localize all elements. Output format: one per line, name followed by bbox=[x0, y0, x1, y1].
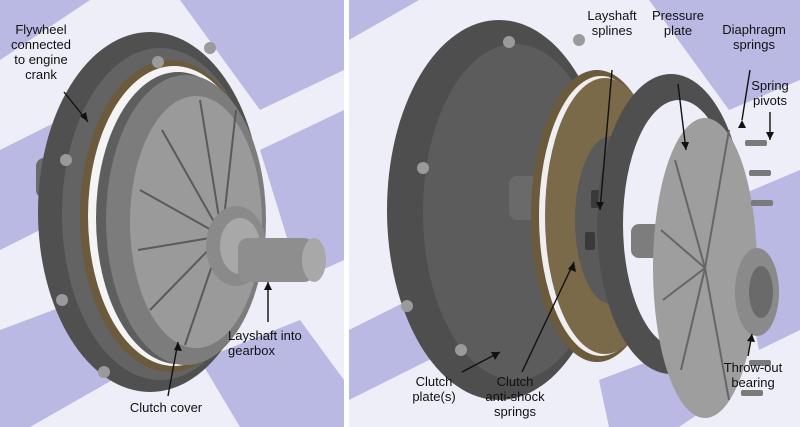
assembled-clutch-panel bbox=[0, 0, 344, 427]
pivot-pin bbox=[751, 200, 773, 206]
label-line: Clutch bbox=[415, 374, 453, 389]
diaphragm-finger bbox=[704, 267, 730, 401]
bolt bbox=[60, 154, 72, 166]
pivot-pin bbox=[749, 170, 771, 176]
label-flywheel: Flywheel connected to engine crank bbox=[6, 22, 76, 82]
label-clutch-cover: Clutch cover bbox=[112, 400, 220, 415]
label-line: gearbox bbox=[228, 343, 275, 358]
label-line: pivots bbox=[753, 93, 787, 108]
label-diaphragm-springs: Diaphragm springs bbox=[714, 22, 794, 52]
label-layshaft-splines: Layshaft splines bbox=[580, 8, 644, 38]
layshaft bbox=[238, 238, 314, 282]
pivot-pin bbox=[745, 140, 767, 146]
flywheel-bolts bbox=[56, 42, 216, 378]
bolt bbox=[56, 294, 68, 306]
floor-tile bbox=[260, 110, 344, 280]
label-anti-shock-springs: Clutch anti-shock springs bbox=[478, 374, 552, 419]
pivot-pin bbox=[749, 360, 771, 366]
label-line: plate bbox=[663, 23, 693, 38]
label-clutch-plates: Clutch plate(s) bbox=[404, 374, 464, 404]
bolt bbox=[573, 34, 585, 46]
label-line: anti-shock bbox=[485, 389, 545, 404]
label-line: Spring bbox=[751, 78, 789, 93]
label-line: plate(s) bbox=[412, 389, 456, 404]
flywheel-bolts bbox=[401, 34, 585, 356]
label-line: springs bbox=[733, 37, 775, 52]
diaphragm-finger bbox=[704, 129, 730, 269]
label-throwout-bearing: Throw-out bearing bbox=[716, 360, 790, 390]
spring bbox=[585, 232, 595, 250]
diaphragm-finger bbox=[660, 229, 706, 269]
label-line: bearing bbox=[731, 375, 775, 390]
label-line: springs bbox=[494, 404, 536, 419]
label-spring-pivots: Spring pivots bbox=[742, 78, 798, 108]
label-line: Throw-out bbox=[723, 360, 783, 375]
label-pressure-plate: Pressure plate bbox=[646, 8, 710, 38]
label-line: Clutch cover bbox=[129, 400, 203, 415]
label-line: to engine bbox=[14, 52, 68, 67]
layshaft-end bbox=[302, 238, 326, 282]
diaphragm-finger bbox=[139, 189, 223, 237]
diaphragm-finger bbox=[662, 267, 706, 301]
pivot-pin bbox=[741, 390, 763, 396]
label-line: Clutch bbox=[496, 374, 534, 389]
floor-tile bbox=[349, 0, 419, 40]
bolt bbox=[503, 36, 515, 48]
bolt bbox=[417, 162, 429, 174]
floor-tile bbox=[200, 320, 344, 427]
diaphragm-finger bbox=[161, 129, 223, 237]
bolt bbox=[152, 56, 164, 68]
bolt bbox=[455, 344, 467, 356]
floor-tile bbox=[649, 0, 800, 110]
bolt bbox=[98, 366, 110, 378]
label-line: Layshaft bbox=[587, 8, 637, 23]
label-line: Flywheel bbox=[15, 22, 67, 37]
diaphragm-finger bbox=[199, 99, 223, 237]
label-layshaft-gearbox: Layshaft into gearbox bbox=[228, 328, 324, 358]
throw-out-bearing-inner bbox=[749, 266, 773, 318]
label-line: Layshaft into bbox=[228, 328, 302, 343]
panel-divider bbox=[344, 0, 349, 427]
label-line: Pressure bbox=[651, 8, 705, 23]
assembled-clutch-illustration bbox=[0, 0, 344, 427]
spring-pivot-pins bbox=[741, 140, 773, 396]
diaphragm-finger bbox=[680, 267, 706, 371]
label-line: connected bbox=[11, 37, 71, 52]
floor-tile bbox=[0, 0, 90, 60]
label-line: splines bbox=[591, 23, 633, 38]
floor-tile bbox=[180, 0, 344, 110]
label-line: Diaphragm bbox=[722, 22, 786, 37]
bolt bbox=[401, 300, 413, 312]
bolt bbox=[204, 42, 216, 54]
diaphragm-finger-lines bbox=[660, 129, 730, 401]
label-line: crank bbox=[25, 67, 57, 82]
diaphragm-finger bbox=[674, 159, 706, 269]
